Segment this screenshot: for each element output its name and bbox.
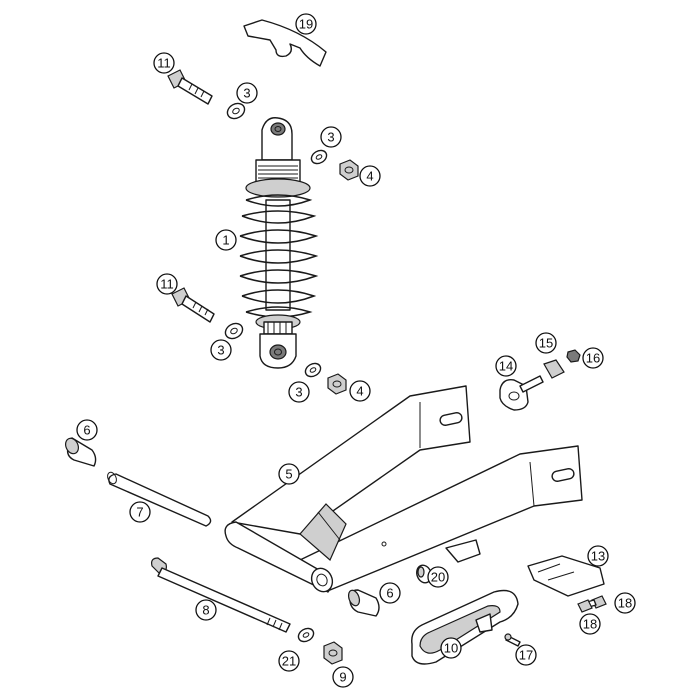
- callout-21: 21: [278, 650, 300, 672]
- callout-3-lower-right: 3: [288, 381, 310, 403]
- part-chain-slider: [411, 589, 519, 665]
- svg-text:11: 11: [160, 277, 174, 292]
- callout-15: 15: [535, 332, 557, 354]
- svg-text:17: 17: [519, 648, 533, 663]
- callout-3-lower-left: 3: [210, 339, 232, 361]
- svg-text:7: 7: [136, 505, 143, 520]
- part-pivot-bolt: [151, 557, 291, 633]
- callout-3-upper-right: 3: [320, 126, 342, 148]
- part-nut-upper: [339, 159, 359, 181]
- svg-text:16: 16: [586, 351, 600, 366]
- svg-text:5: 5: [285, 467, 292, 482]
- part-screw-upper: [579, 595, 607, 610]
- part-washer-pivot: [297, 627, 315, 643]
- svg-text:18: 18: [583, 617, 597, 632]
- callout-6-left: 6: [76, 419, 98, 441]
- svg-text:6: 6: [83, 423, 90, 438]
- part-chain-roller: [499, 375, 544, 411]
- svg-text:14: 14: [499, 359, 513, 374]
- part-bushing-right: [347, 589, 380, 617]
- callout-11-lower: 11: [156, 273, 178, 295]
- svg-text:3: 3: [295, 385, 302, 400]
- svg-text:10: 10: [444, 641, 458, 656]
- svg-text:3: 3: [243, 86, 250, 101]
- callout-6-right: 6: [379, 582, 401, 604]
- part-shock-absorber: [239, 117, 319, 369]
- svg-text:18: 18: [618, 596, 632, 611]
- part-pivot-tube: [107, 471, 212, 527]
- callout-10: 10: [440, 637, 462, 659]
- callout-5: 5: [278, 463, 300, 485]
- part-washer-lower-left: [224, 322, 244, 340]
- svg-text:3: 3: [217, 343, 224, 358]
- callout-8: 8: [195, 599, 217, 621]
- svg-text:11: 11: [157, 56, 171, 71]
- svg-text:20: 20: [431, 570, 445, 585]
- svg-text:8: 8: [202, 603, 209, 618]
- callout-20: 20: [427, 566, 449, 588]
- callout-16: 16: [582, 347, 604, 369]
- part-washer-upper-right: [310, 149, 328, 165]
- part-clip: [543, 359, 565, 379]
- svg-text:15: 15: [539, 336, 553, 351]
- part-chain-guide: [527, 555, 605, 597]
- callout-4-upper: 4: [359, 165, 381, 187]
- callout-7: 7: [129, 501, 151, 523]
- callout-18-lower: 18: [579, 613, 601, 635]
- callout-4-lower: 4: [349, 380, 371, 402]
- part-small-nut: [566, 349, 581, 363]
- svg-text:4: 4: [366, 169, 373, 184]
- svg-text:19: 19: [299, 17, 313, 32]
- callout-3-upper-left: 3: [236, 82, 258, 104]
- callout-13: 13: [587, 545, 609, 567]
- callout-17: 17: [515, 644, 537, 666]
- svg-text:1: 1: [222, 233, 229, 248]
- callout-18-upper: 18: [614, 592, 636, 614]
- part-swingarm: [224, 385, 583, 593]
- part-pivot-nut: [323, 641, 343, 665]
- svg-text:4: 4: [356, 384, 363, 399]
- callout-19: 19: [295, 13, 317, 35]
- callout-9: 9: [332, 666, 354, 688]
- part-hook-spanner: [243, 19, 327, 67]
- part-bolt-upper: [167, 69, 213, 105]
- callout-1: 1: [215, 229, 237, 251]
- part-screw-lower: [577, 599, 593, 613]
- callout-14: 14: [495, 355, 517, 377]
- callout-11-upper: 11: [153, 52, 175, 74]
- svg-text:3: 3: [327, 130, 334, 145]
- part-washer-lower-right: [304, 362, 322, 378]
- svg-text:6: 6: [386, 586, 393, 601]
- svg-text:13: 13: [591, 549, 605, 564]
- part-nut-lower: [327, 373, 347, 395]
- svg-text:9: 9: [339, 670, 346, 685]
- part-bushing-left: [64, 437, 97, 467]
- part-washer-upper-left: [226, 102, 246, 120]
- svg-text:21: 21: [282, 654, 296, 669]
- part-bolt-lower: [171, 287, 215, 323]
- part-screw-slider: [504, 633, 521, 647]
